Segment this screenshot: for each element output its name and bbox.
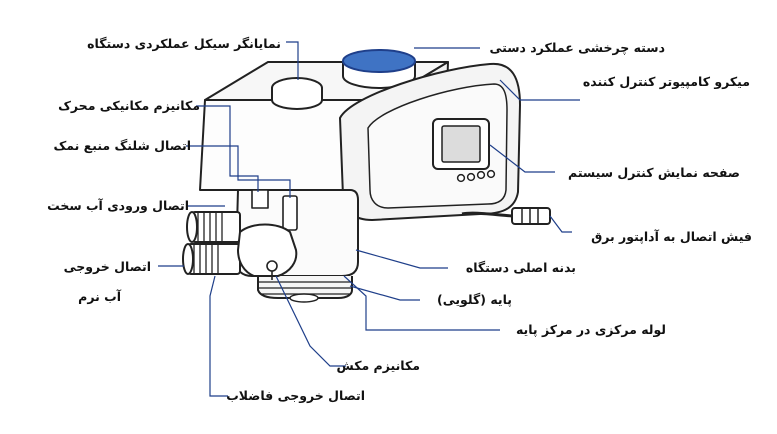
label-cycle-indicator: نمایانگر سیکل عملکردی دستگاه [87, 36, 281, 51]
leader-power-plug [549, 215, 572, 233]
leader-cycle-indicator [286, 41, 299, 80]
leader-mechanical-drive [196, 105, 259, 192]
label-outlet-line1: اتصال خروجی [63, 259, 151, 274]
leader-suction [275, 275, 346, 367]
display-button-3 [476, 170, 486, 180]
outlet-pipe [187, 243, 241, 275]
leader-microcomputer [499, 79, 580, 101]
drive-shaft [282, 195, 298, 231]
power-cable [461, 211, 513, 218]
display-button-4 [486, 169, 496, 179]
label-mechanical-drive: مکانیزم مکانیکی محرک [58, 98, 200, 113]
brine-connector [251, 189, 269, 209]
center-pipe [289, 293, 319, 303]
label-microcomputer: میکرو کامپیوتر کنترل کننده [582, 74, 750, 89]
label-center-pipe: لوله مرکزی در مرکز پایه [515, 322, 666, 337]
leader-base [349, 285, 420, 301]
label-suction: مکانیزم مکش [336, 358, 420, 373]
leader-display [489, 144, 555, 173]
label-drain-outlet: اتصال خروجی فاضلاب [226, 388, 365, 403]
label-brine-hose: اتصال شلنگ منبع نمک [53, 138, 191, 153]
suction-assembly [237, 223, 298, 277]
manual-knob [342, 49, 416, 73]
drain-fitting [266, 260, 278, 272]
display-screen [441, 125, 481, 163]
leader-drain-outlet [209, 275, 228, 397]
power-plug [511, 207, 551, 225]
label-power-plug: فیش اتصال به آداپتور برق [591, 229, 752, 244]
display-button-2 [466, 172, 476, 182]
label-display: صفحه نمایش کنترل سیستم [568, 165, 740, 180]
label-hard-inlet: اتصال ورودی آب سخت [47, 198, 189, 213]
leader-main-body [355, 249, 448, 269]
label-outlet-line2: آب نرم [78, 289, 121, 304]
leader-brine-hose [186, 145, 291, 198]
leader-center-pipe [343, 275, 500, 331]
label-main-body: بدنه اصلی دستگاه [465, 260, 576, 275]
label-manual-knob: دسته چرخشی عملکرد دستی [489, 40, 665, 55]
display-button-1 [456, 173, 466, 183]
label-base: پایه (گلویی) [437, 292, 512, 307]
